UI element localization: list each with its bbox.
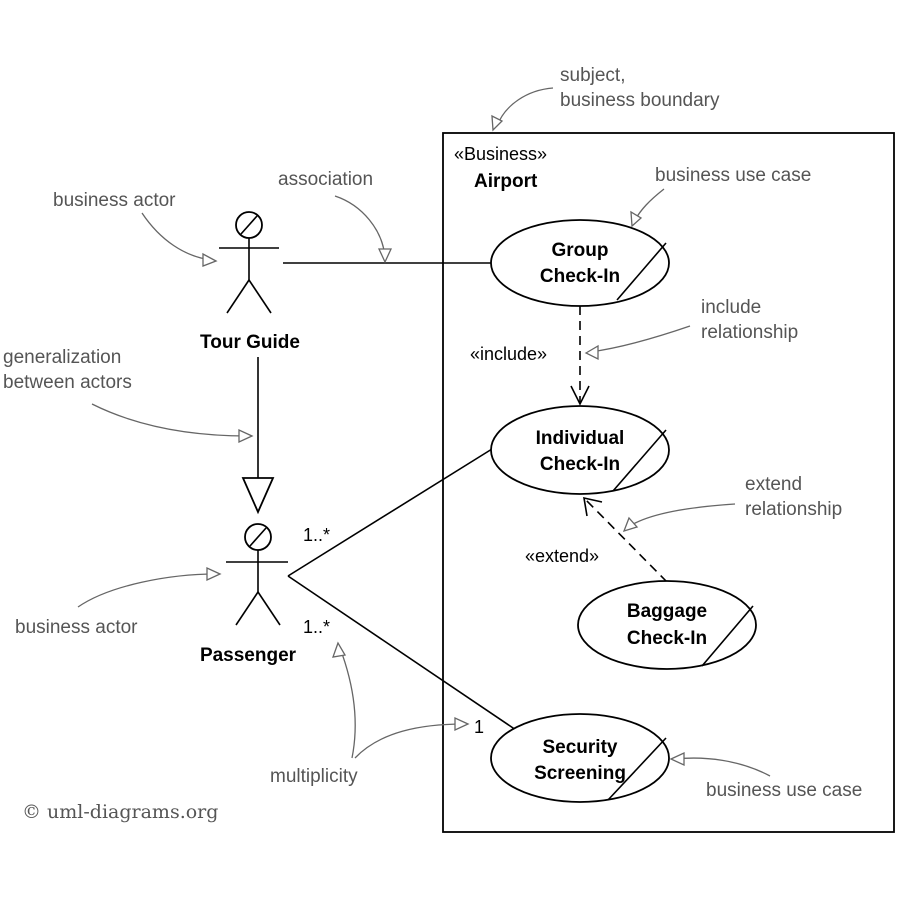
annotation-generalization-pointer (91, 403, 249, 437)
association-passenger-securityscreening (287, 575, 517, 731)
open-arrowhead-icon (202, 252, 218, 267)
annotation-subject-pointer (496, 87, 554, 127)
annotation-extend-pointer (627, 503, 736, 528)
svg-text:Individual: Individual (536, 428, 625, 449)
copyright-notice: © uml-diagrams.org (22, 801, 218, 823)
annotation-include-relationship: relationship (701, 322, 798, 343)
svg-text:Baggage: Baggage (627, 601, 707, 622)
annotation-business-actor-top: business actor (53, 190, 176, 211)
svg-text:Screening: Screening (534, 763, 626, 784)
extend-dependency-line (583, 497, 668, 583)
actor-passenger-label: Passenger (200, 645, 297, 666)
extend-arrowhead (583, 496, 603, 517)
annotation-business-actor-bottom: business actor (15, 617, 138, 638)
generalization-arrowhead (241, 477, 275, 515)
include-arrowhead (570, 385, 590, 406)
annotation-extend: extend (745, 474, 802, 495)
multiplicity-passenger-security: 1..* (303, 617, 330, 637)
annotation-subject: subject, (560, 65, 625, 86)
annotation-business-actor-top-pointer (141, 212, 213, 261)
business-use-case-slash-icon (612, 429, 667, 492)
include-stereotype: «include» (470, 344, 547, 364)
use-case-security-screening: Security Screening (490, 713, 670, 803)
open-arrowhead-icon (238, 428, 254, 444)
svg-text:Check-In: Check-In (540, 266, 620, 287)
business-boundary (442, 132, 895, 833)
multiplicity-passenger-individual: 1..* (303, 525, 330, 545)
business-use-case-slash-icon (607, 737, 667, 801)
annotation-business-use-case-bottom: business use case (706, 780, 862, 801)
use-case-baggage-checkin: Baggage Check-In (577, 580, 757, 670)
use-case-group-checkin: Group Check-In (490, 219, 670, 307)
svg-text:Group: Group (552, 240, 609, 261)
annotation-association-pointer (334, 195, 386, 259)
business-use-case-slash-icon (616, 242, 667, 301)
svg-text:Check-In: Check-In (627, 628, 707, 649)
annotation-business-use-case-bottom-pointer (674, 757, 771, 777)
open-arrowhead-icon (622, 516, 639, 533)
annotation-business-actor-bottom-pointer (77, 573, 217, 608)
boundary-name: Airport (474, 171, 538, 192)
association-passenger-individualcheckin (287, 448, 493, 577)
actor-tour-guide (219, 211, 279, 314)
open-arrowhead-icon (630, 210, 643, 228)
actor-passenger (226, 523, 288, 626)
annotation-extend-relationship: relationship (745, 499, 842, 520)
annotation-business-use-case-top: business use case (655, 165, 811, 186)
svg-text:Check-In: Check-In (540, 454, 620, 475)
annotation-multiplicity-pointer-up (339, 647, 356, 759)
boundary-stereotype: «Business» (454, 144, 547, 164)
business-use-case-slash-icon (701, 605, 754, 667)
open-arrowhead-icon (669, 751, 685, 767)
multiplicity-security-end: 1 (474, 717, 484, 737)
annotation-between-actors: between actors (3, 372, 132, 393)
open-arrowhead-icon (584, 344, 599, 361)
annotation-include-pointer (589, 325, 691, 353)
extend-stereotype: «extend» (525, 546, 599, 566)
annotation-association: association (278, 169, 373, 190)
use-case-individual-checkin: Individual Check-In (490, 405, 670, 495)
annotation-generalization: generalization (3, 347, 121, 368)
annotation-multiplicity-pointer-right (354, 723, 465, 759)
open-arrowhead-icon (454, 716, 470, 732)
open-arrowhead-icon (332, 641, 347, 658)
open-arrowhead-icon (491, 114, 504, 132)
open-arrowhead-icon (377, 248, 393, 264)
actor-tour-guide-label: Tour Guide (200, 332, 300, 353)
annotation-multiplicity: multiplicity (270, 766, 358, 787)
annotation-include: include (701, 297, 761, 318)
annotation-business-boundary: business boundary (560, 90, 720, 111)
open-arrowhead-icon (206, 566, 222, 582)
svg-text:Security: Security (543, 737, 618, 758)
